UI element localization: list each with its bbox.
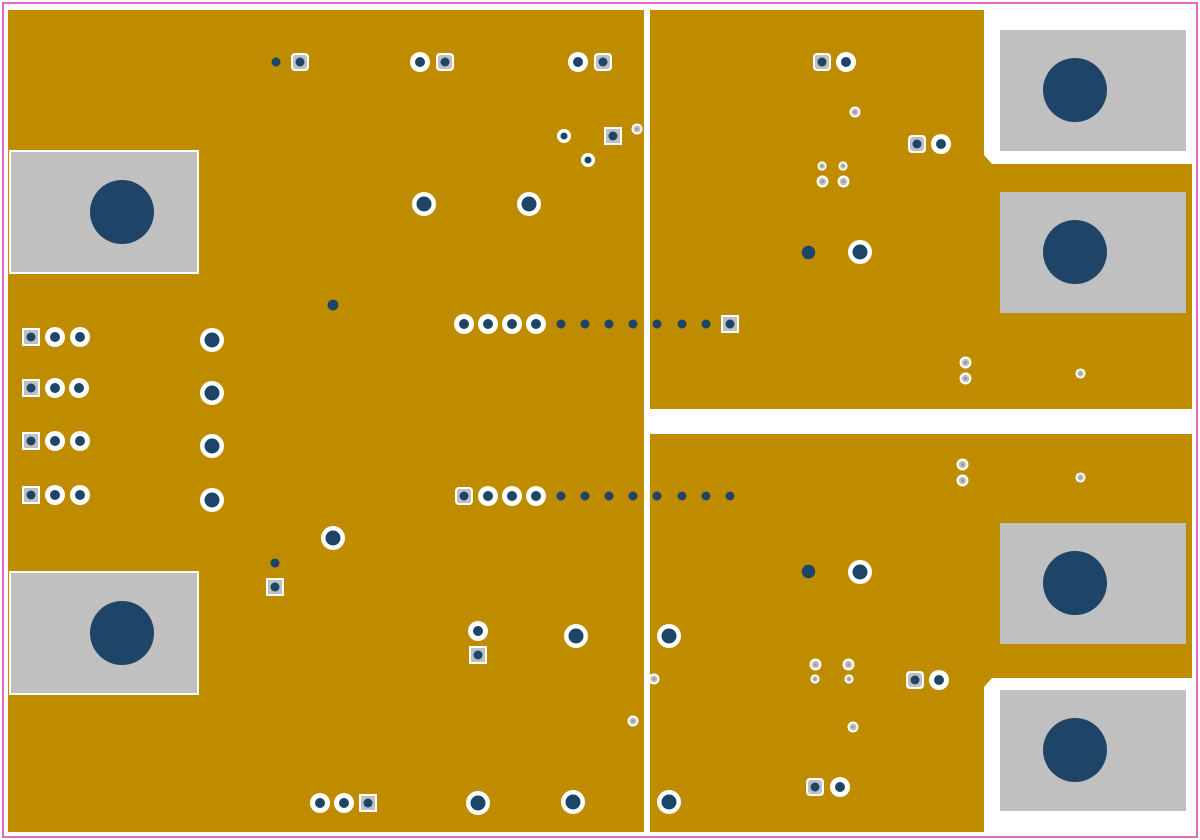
connector-right-1 [1000, 30, 1186, 151]
connector-right-2 [1000, 192, 1186, 313]
connector-left-top [9, 150, 199, 274]
connector-right-4 [1000, 690, 1186, 811]
copper-pour-left [8, 10, 644, 832]
connector-right-3 [1000, 523, 1186, 644]
connector-left-bottom [9, 571, 199, 695]
